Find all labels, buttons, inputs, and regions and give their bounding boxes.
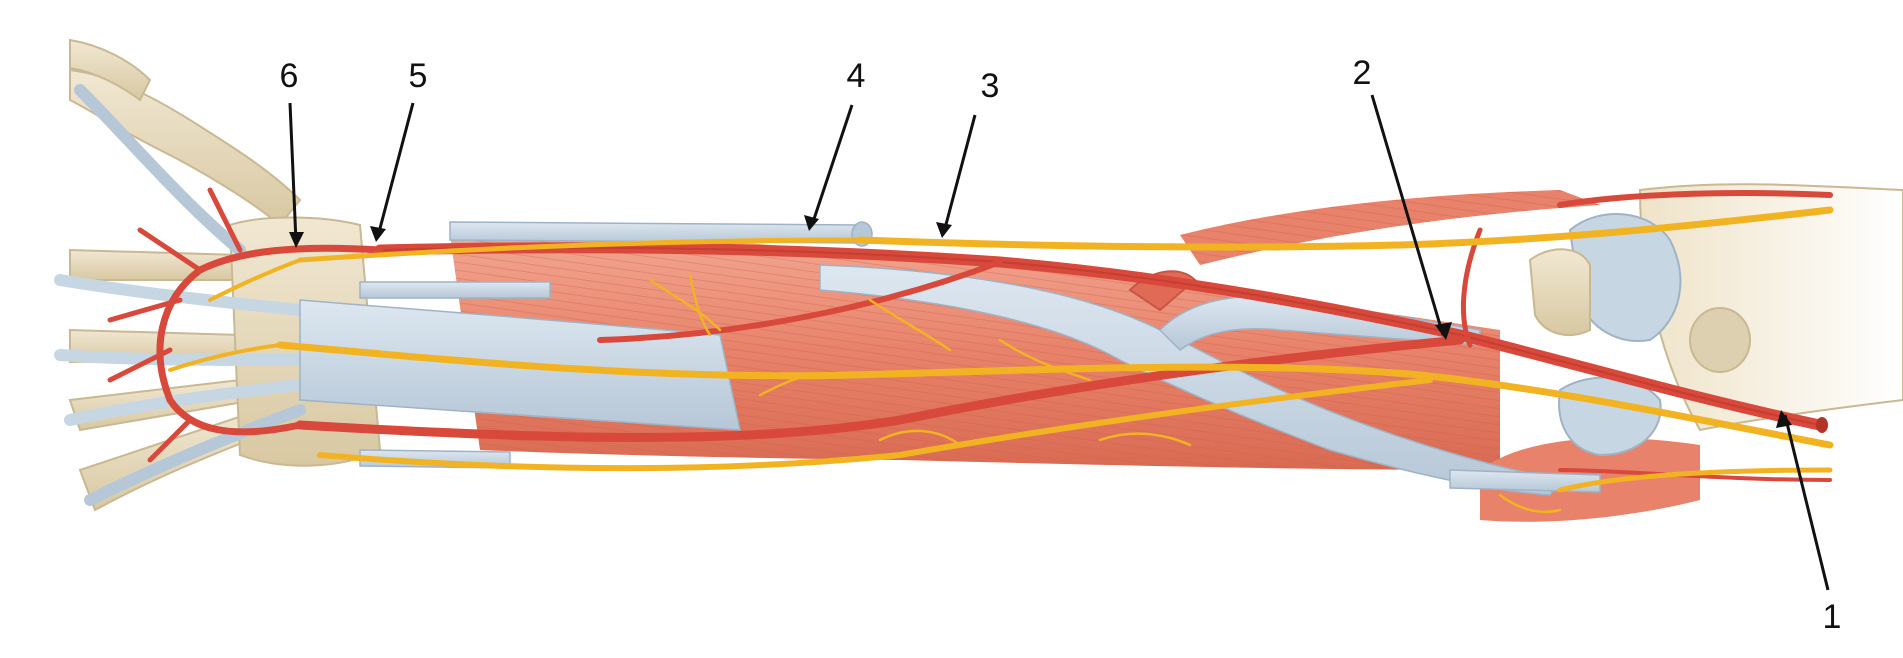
distal-tendon [1449, 469, 1601, 493]
ulna-head [1528, 248, 1591, 336]
nerves [168, 206, 1834, 514]
medial-epicondyle [1568, 213, 1682, 342]
arrowhead-3 [936, 222, 952, 238]
callout-label-4: 4 [847, 57, 866, 95]
hand-tendons [54, 84, 306, 506]
callout-label-2: 2 [1353, 54, 1372, 92]
elbow-region [1528, 183, 1903, 457]
arrowhead-1 [1776, 410, 1792, 428]
leader-line-1 [1783, 414, 1830, 591]
arrowhead-2 [1435, 322, 1452, 340]
superficial-radial-nerve [297, 237, 863, 263]
callout-label-5: 5 [409, 57, 428, 95]
ulnar-artery [295, 335, 1465, 442]
median-nerve [276, 341, 1834, 449]
callout-leaders [288, 94, 1830, 591]
cut-tendon-mid [359, 281, 551, 299]
arteries [107, 187, 1833, 482]
leader-line-3 [942, 114, 977, 233]
callout-label-3: 3 [981, 67, 1000, 105]
radial-branch [597, 259, 1003, 343]
ulnar-nerve [856, 206, 1834, 251]
arrowhead-6 [289, 232, 304, 248]
callout-label-1: 1 [1823, 598, 1842, 636]
anterior-interosseous-nerve [317, 377, 1433, 472]
arrowhead-4 [804, 215, 819, 231]
thumb-tip-bone [69, 38, 152, 102]
leader-line-4 [810, 104, 854, 226]
leader-line-2 [1370, 94, 1445, 336]
leader-line-5 [376, 102, 415, 237]
aponeurosis [819, 264, 1562, 496]
arrowhead-5 [370, 226, 386, 242]
callout-labels: 1 2 3 4 5 6 [280, 54, 1842, 636]
leader-line-6 [288, 102, 298, 243]
callout-label-6: 6 [280, 57, 299, 95]
